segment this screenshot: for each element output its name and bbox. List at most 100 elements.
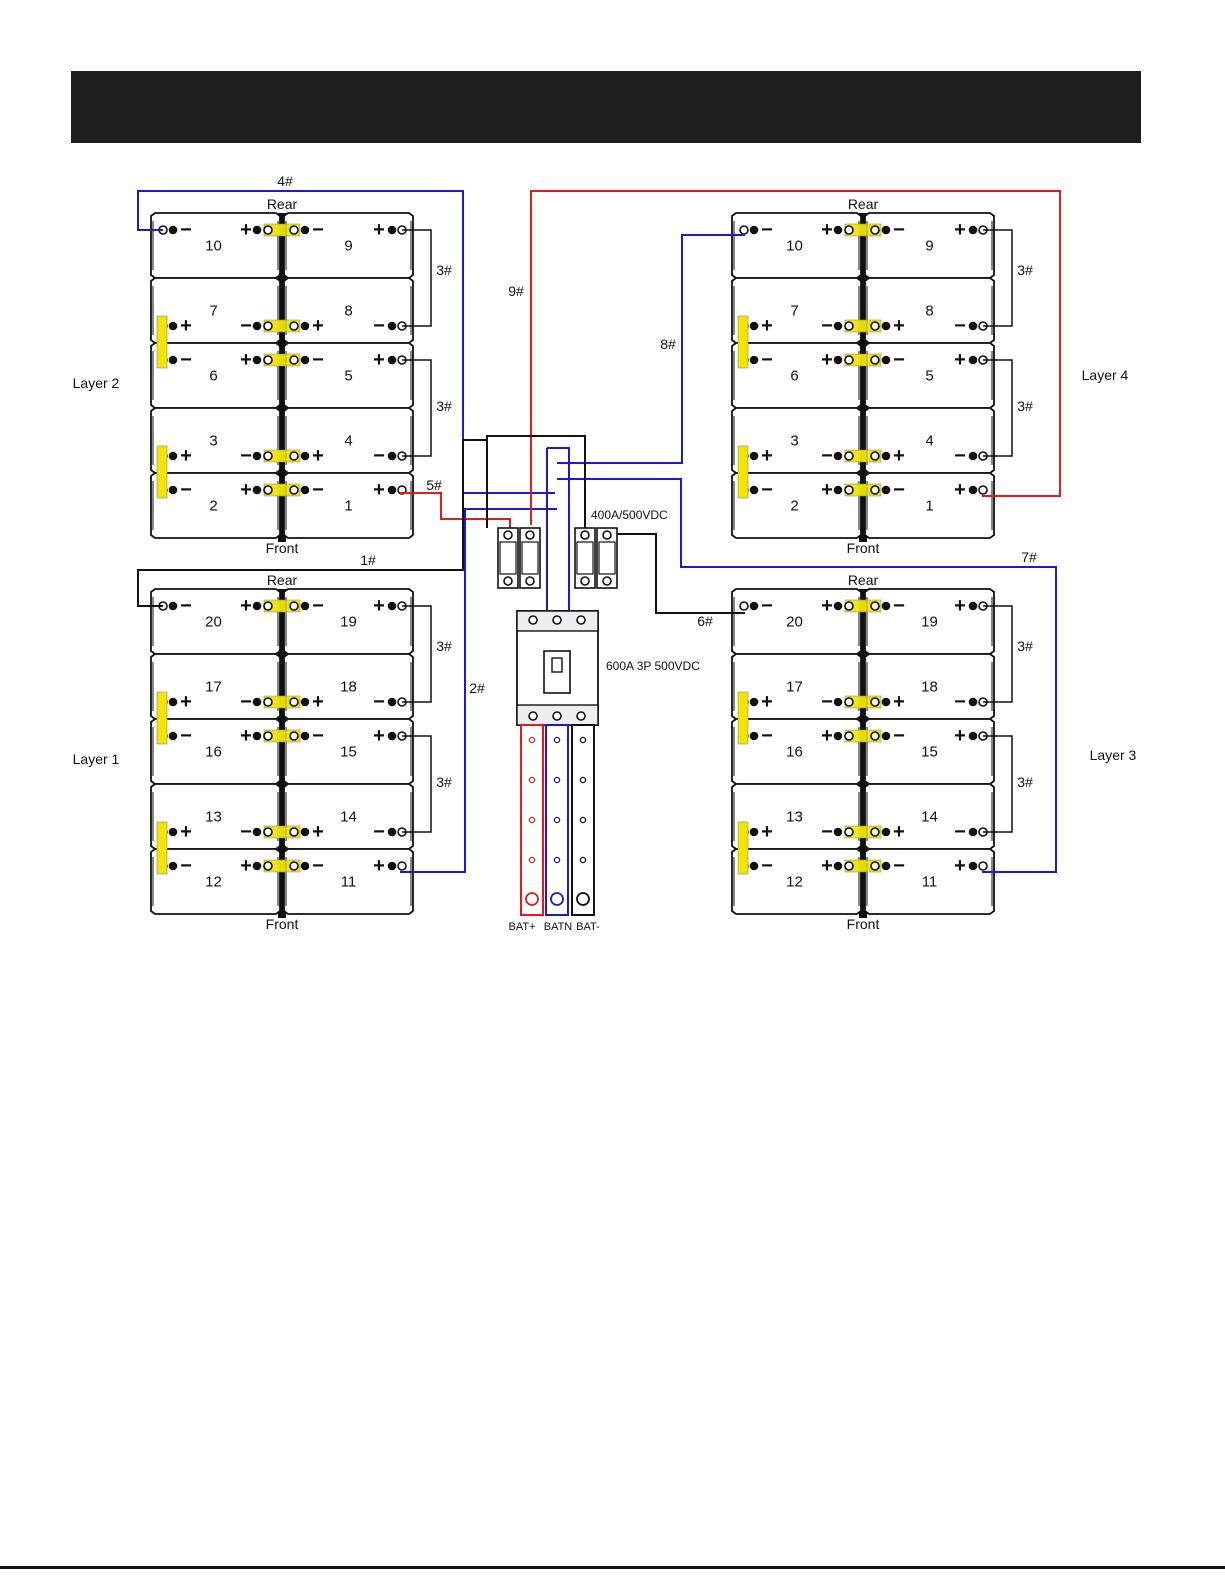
components	[497, 527, 618, 916]
front-label: Front	[847, 916, 880, 932]
polarity-symbol: −	[373, 315, 385, 337]
wire-label-3: 3#	[436, 398, 452, 414]
polarity-symbol: +	[821, 479, 833, 501]
terminal	[881, 601, 891, 611]
header-bar	[71, 71, 1141, 143]
polarity-symbol: −	[954, 821, 966, 843]
terminal	[844, 485, 854, 495]
polarity-symbol: −	[893, 595, 905, 617]
terminal	[881, 321, 891, 331]
busbar-hole	[579, 856, 587, 864]
terminal	[844, 697, 854, 707]
jumper-3	[983, 605, 1013, 703]
terminal	[968, 827, 978, 837]
terminal	[168, 485, 178, 495]
jumper-3	[983, 229, 1013, 327]
battery-number: 6	[209, 368, 217, 385]
terminal	[968, 451, 978, 461]
terminal	[739, 601, 749, 611]
terminal	[252, 731, 262, 741]
polarity-symbol: +	[821, 595, 833, 617]
wire-2	[400, 508, 557, 873]
fuse-element	[598, 541, 616, 575]
terminal	[528, 711, 538, 721]
battery: 4	[283, 407, 414, 474]
fuse	[596, 527, 618, 589]
terminal	[602, 530, 612, 540]
terminal	[289, 861, 299, 871]
terminal	[844, 355, 854, 365]
wire-label-9: 9#	[508, 283, 524, 299]
polarity-symbol: +	[373, 219, 385, 241]
battery: 10	[731, 212, 862, 279]
busbar-hole	[528, 736, 536, 744]
polarity-symbol: −	[821, 821, 833, 843]
polarity-symbol: −	[312, 349, 324, 371]
battery: 6	[731, 342, 862, 409]
fuse-rating-label: 400A/500VDC	[591, 508, 668, 522]
terminal	[968, 355, 978, 365]
terminal	[252, 355, 262, 365]
polarity-symbol: +	[240, 595, 252, 617]
polarity-symbol: +	[312, 691, 324, 713]
rear-label: Rear	[848, 572, 879, 588]
battery-number: 12	[786, 874, 803, 891]
busbar-hole	[528, 776, 536, 784]
battery-number: 20	[205, 614, 222, 631]
terminal	[833, 601, 843, 611]
terminal	[870, 225, 880, 235]
terminal	[870, 485, 880, 495]
battery: 20	[731, 588, 862, 655]
terminal	[833, 827, 843, 837]
battery-number: 19	[921, 614, 938, 631]
battery: 1	[283, 472, 414, 539]
polarity-symbol: +	[954, 725, 966, 747]
polarity-symbol: +	[373, 349, 385, 371]
battery-number: 17	[786, 679, 803, 696]
busbar-hole	[528, 816, 536, 824]
polarity-symbol: −	[893, 219, 905, 241]
polarity-symbol: +	[761, 445, 773, 467]
terminal	[844, 451, 854, 461]
wire-label-1: 1#	[360, 552, 376, 568]
terminal	[870, 601, 880, 611]
battery-number: 13	[786, 809, 803, 826]
battery-number: 17	[205, 679, 222, 696]
battery: 7	[731, 277, 862, 344]
battery: 19	[864, 588, 995, 655]
polarity-symbol: −	[180, 595, 192, 617]
polarity-symbol: −	[180, 349, 192, 371]
battery-number: 10	[786, 238, 803, 255]
terminal	[552, 711, 562, 721]
battery-number: 2	[790, 498, 798, 515]
terminal	[844, 601, 854, 611]
polarity-symbol: +	[893, 821, 905, 843]
battery: 1	[864, 472, 995, 539]
jumper-3	[983, 735, 1013, 833]
terminal	[252, 321, 262, 331]
terminal	[300, 485, 310, 495]
terminal	[580, 576, 590, 586]
battery-number: 7	[209, 303, 217, 320]
jumper-3	[402, 229, 432, 327]
terminal	[263, 485, 273, 495]
terminal	[300, 601, 310, 611]
terminal	[168, 731, 178, 741]
polarity-symbol: +	[373, 479, 385, 501]
terminal	[387, 731, 397, 741]
fuse-element	[499, 541, 517, 575]
battery: 12	[150, 848, 281, 915]
battery-number: 19	[340, 614, 357, 631]
rear-label: Rear	[267, 572, 298, 588]
terminal	[833, 861, 843, 871]
polarity-symbol: +	[761, 821, 773, 843]
link-bar	[156, 821, 168, 875]
polarity-symbol: +	[240, 479, 252, 501]
polarity-symbol: +	[240, 855, 252, 877]
terminal	[833, 697, 843, 707]
wire-label-3: 3#	[436, 774, 452, 790]
battery: 10	[150, 212, 281, 279]
terminal	[263, 225, 273, 235]
wire-batn-loop	[547, 447, 570, 610]
